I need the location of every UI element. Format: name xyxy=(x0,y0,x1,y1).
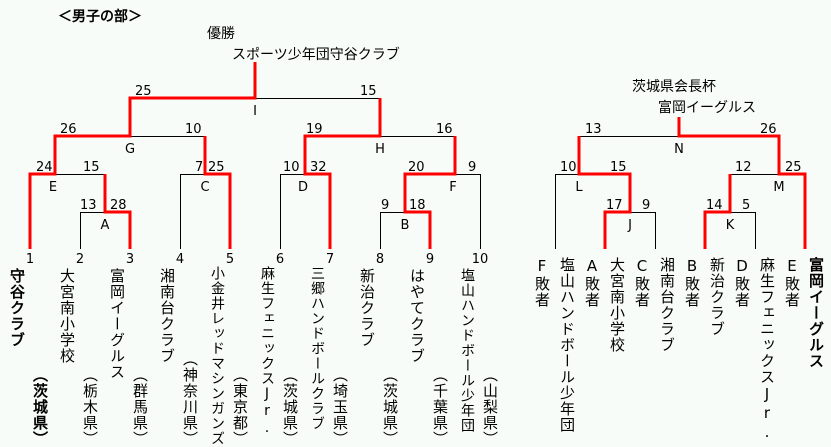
match-label-m: M xyxy=(773,180,784,195)
score-g-right: 10 xyxy=(185,122,202,137)
consolation-team-3: 湘南台クラブ xyxy=(658,257,676,353)
consolation-slot-3: C敗者 xyxy=(633,257,651,308)
match-label-d: D xyxy=(298,180,308,195)
loser-lines xyxy=(55,98,779,249)
score-g-left: 26 xyxy=(60,122,77,137)
score-e-right: 15 xyxy=(83,160,100,175)
match-label-b: B xyxy=(401,218,410,233)
match-label-l: L xyxy=(575,180,583,195)
score-k-right: 5 xyxy=(742,198,750,213)
consolation-slot-5: D敗者 xyxy=(733,257,751,308)
winner-lines xyxy=(28,62,807,249)
team-pref-4: （神奈川県） xyxy=(181,351,199,447)
score-m-right: 25 xyxy=(785,160,802,175)
consolation-slot-1: F敗者 xyxy=(533,257,551,308)
team-name-4: 湘南台クラブ xyxy=(158,268,176,364)
consolation-team-6: 富岡イーグルス xyxy=(807,257,825,369)
score-i-right: 15 xyxy=(360,84,377,99)
team-number: 1 xyxy=(26,252,34,267)
team-number: 7 xyxy=(326,252,334,267)
team-number: 6 xyxy=(276,252,284,267)
team-name-9: はやてクラブ xyxy=(408,268,426,364)
consolation-slot-2: A敗者 xyxy=(583,257,601,308)
match-label-n: N xyxy=(674,142,684,157)
team-number: 2 xyxy=(76,252,84,267)
score-l-right: 15 xyxy=(610,160,627,175)
team-name-10: 塩山ハンドボール少年団 xyxy=(459,268,475,433)
score-f-right: 9 xyxy=(468,160,476,175)
consolation-winner: 富岡イーグルス xyxy=(658,100,756,116)
consolation-team-5: 麻生フェニックスJr. xyxy=(758,257,776,442)
team-pref-9: （千葉県） xyxy=(431,367,449,447)
score-h-left: 19 xyxy=(306,122,323,137)
team-pref-3: （群馬県） xyxy=(131,367,149,447)
team-pref-7: （埼玉県） xyxy=(331,367,349,447)
team-number: 3 xyxy=(126,252,134,267)
team-number: 10 xyxy=(472,252,489,267)
team-name-8: 新治クラブ xyxy=(358,268,376,348)
score-b-right: 18 xyxy=(409,198,426,213)
score-f-left: 20 xyxy=(408,160,425,175)
team-number: 5 xyxy=(226,252,234,267)
match-label-g: G xyxy=(125,142,135,157)
score-h-right: 16 xyxy=(436,122,453,137)
score-i-left: 25 xyxy=(135,84,152,99)
team-name-1: 守谷クラブ xyxy=(8,268,26,348)
score-b-left: 9 xyxy=(381,198,389,213)
match-label-c: C xyxy=(200,180,209,195)
score-c-right: 25 xyxy=(208,160,225,175)
consolation-label: 茨城県会長杯 xyxy=(632,79,716,95)
team-number: 9 xyxy=(426,252,434,267)
match-label-e: E xyxy=(49,180,57,195)
team-name-6: 麻生フェニックスJr. xyxy=(259,266,275,437)
team-pref-10: （山梨県） xyxy=(481,367,499,447)
score-d-right: 32 xyxy=(310,160,327,175)
champion-label: 優勝 xyxy=(207,26,235,42)
score-c-left: 7 xyxy=(195,160,203,175)
score-n-left: 13 xyxy=(585,122,602,137)
score-m-left: 12 xyxy=(735,160,752,175)
match-label-f: F xyxy=(449,180,456,195)
team-number: 8 xyxy=(376,252,384,267)
team-pref-5: （東京都） xyxy=(231,367,249,447)
score-k-left: 14 xyxy=(706,198,723,213)
consolation-slot-6: E敗者 xyxy=(783,257,801,308)
score-l-left: 10 xyxy=(560,160,577,175)
team-pref-8: （茨城県） xyxy=(381,367,399,447)
score-a-left: 13 xyxy=(80,198,97,213)
match-label-j: J xyxy=(627,218,632,233)
team-name-2: 大宮南小学校 xyxy=(58,268,76,364)
match-label-k: K xyxy=(726,218,735,233)
team-pref-2: （栃木県） xyxy=(81,367,99,447)
consolation-slot-4: B敗者 xyxy=(683,257,701,308)
team-pref-6: （茨城県） xyxy=(281,367,299,447)
match-label-i: I xyxy=(253,104,257,119)
score-d-left: 10 xyxy=(283,160,300,175)
match-label-a: A xyxy=(101,218,110,233)
team-name-7: 三郷ハンドボールクラブ xyxy=(309,266,325,431)
consolation-team-4: 新治クラブ xyxy=(708,257,726,337)
team-pref-1: （茨城県） xyxy=(31,367,49,447)
consolation-team-1: 塩山ハンドボール少年団 xyxy=(558,257,576,433)
score-j-left: 17 xyxy=(606,198,623,213)
score-a-right: 28 xyxy=(110,198,127,213)
score-n-right: 26 xyxy=(760,122,777,137)
consolation-team-2: 大宮南小学校 xyxy=(608,257,626,353)
score-j-right: 9 xyxy=(642,198,650,213)
team-name-5: 小金井レッドマシンガンズ xyxy=(209,266,225,446)
team-name-3: 富岡イーグルス xyxy=(108,268,126,380)
champion-team: スポーツ少年団守谷クラブ xyxy=(232,47,400,63)
team-number: 4 xyxy=(176,252,184,267)
section-title: ＜男子の部＞ xyxy=(58,9,142,25)
score-e-left: 24 xyxy=(36,160,53,175)
match-label-h: H xyxy=(375,142,385,157)
